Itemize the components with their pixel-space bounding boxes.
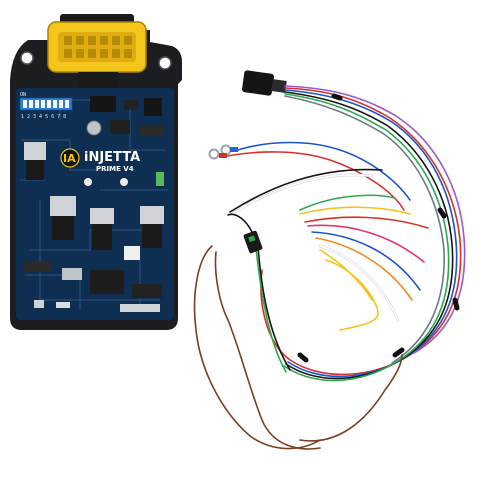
logo-text: IA xyxy=(63,152,76,165)
wire xyxy=(260,87,462,376)
wire-outline xyxy=(230,173,374,216)
wire xyxy=(284,89,458,378)
wire xyxy=(311,231,421,291)
wire xyxy=(214,251,321,450)
wire xyxy=(283,93,450,382)
wire xyxy=(231,174,373,215)
mounting-hole-right xyxy=(158,56,172,70)
brand-name: iNJETTA xyxy=(84,150,140,165)
dip-numbers: 1 2 3 4 5 6 7 8 xyxy=(21,114,66,120)
harness-wires xyxy=(193,85,466,450)
circuit-board xyxy=(16,88,174,320)
wire xyxy=(284,85,466,354)
wire xyxy=(307,224,425,263)
inline-connector xyxy=(243,230,263,254)
pcb-components xyxy=(24,96,164,312)
dip-switch: ON 1 2 3 4 5 6 7 8 xyxy=(19,92,73,120)
wire xyxy=(315,237,413,301)
wire xyxy=(299,354,403,442)
mounting-hole-left xyxy=(20,51,34,65)
dip-on-label: ON xyxy=(20,92,26,98)
brand-label: IA iNJETTA PRIME V4 xyxy=(60,148,140,173)
wire xyxy=(284,91,454,380)
harness-tape xyxy=(297,93,460,363)
wire xyxy=(299,194,396,211)
wire xyxy=(226,151,405,211)
harness-plug xyxy=(242,70,274,96)
wire xyxy=(284,95,445,364)
model-name: PRIME V4 xyxy=(96,165,134,173)
wire xyxy=(304,216,429,229)
logo-badge xyxy=(60,148,80,168)
ring-terminals xyxy=(208,144,238,160)
wire xyxy=(227,213,253,233)
wire xyxy=(257,245,291,371)
wiring-harness xyxy=(193,70,466,450)
wire xyxy=(299,206,411,215)
wire xyxy=(325,259,379,331)
ecu-module: ON 1 2 3 4 5 6 7 8 xyxy=(10,14,182,330)
wire xyxy=(319,245,399,321)
wire xyxy=(229,168,383,213)
main-connector xyxy=(47,14,147,88)
wire xyxy=(255,247,287,373)
wire xyxy=(193,245,321,450)
wire xyxy=(237,141,411,201)
